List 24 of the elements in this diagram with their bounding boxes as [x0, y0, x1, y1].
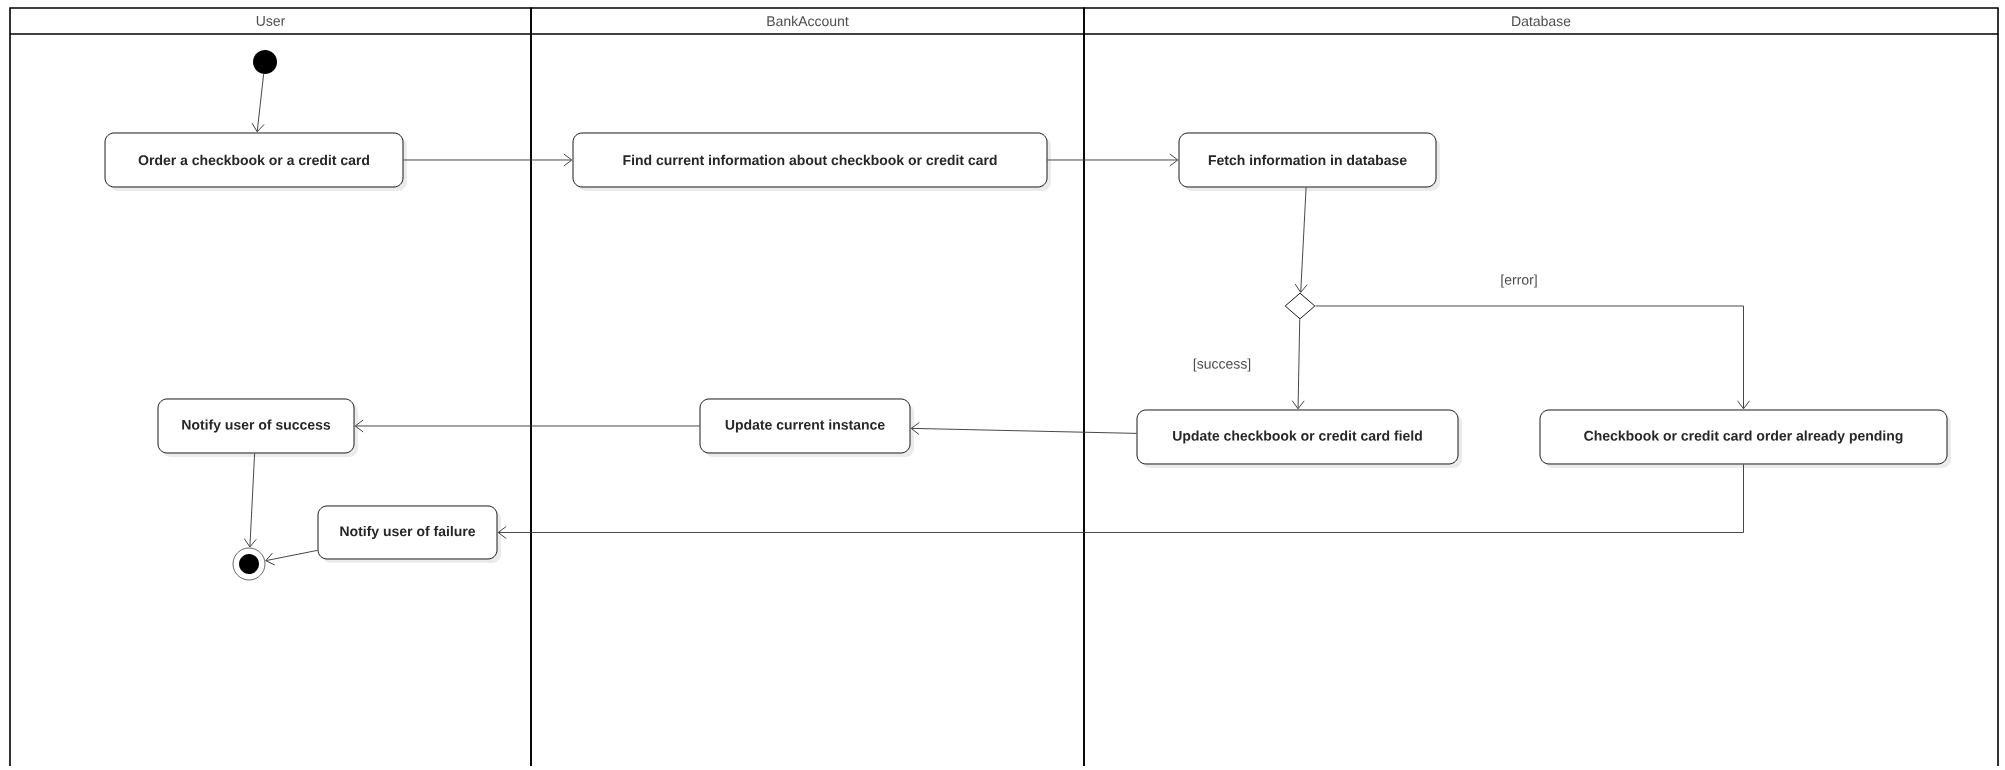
arrow	[1294, 187, 1308, 293]
arrow	[910, 422, 1137, 435]
arrow	[354, 419, 700, 433]
start-dot	[253, 50, 277, 74]
action-box: Order a checkbook or a credit card	[104, 132, 407, 191]
end-bullseye	[232, 547, 266, 581]
guard-label: [success]	[1191, 357, 1253, 373]
action-box: Notify user of success	[157, 398, 358, 457]
decision-diamond	[1284, 292, 1316, 320]
arrow	[497, 464, 1744, 539]
action-box: Fetch information in database	[1178, 132, 1440, 191]
arrow	[403, 153, 573, 167]
action-box: Update current instance	[699, 398, 914, 457]
arrow	[1315, 305, 1750, 410]
action-box: Notify user of failure	[317, 505, 501, 563]
action-box: Update checkbook or credit card field	[1136, 409, 1462, 468]
arrow	[251, 73, 265, 133]
arrow	[1047, 153, 1179, 167]
arrow	[243, 453, 257, 548]
action-box: Find current information about checkbook or credit card	[572, 132, 1051, 191]
guard-label: [error]	[1499, 273, 1539, 289]
arrow	[1291, 318, 1305, 410]
action-box: Checkbook or credit card order already pending	[1539, 409, 1951, 468]
arrow	[265, 549, 318, 566]
